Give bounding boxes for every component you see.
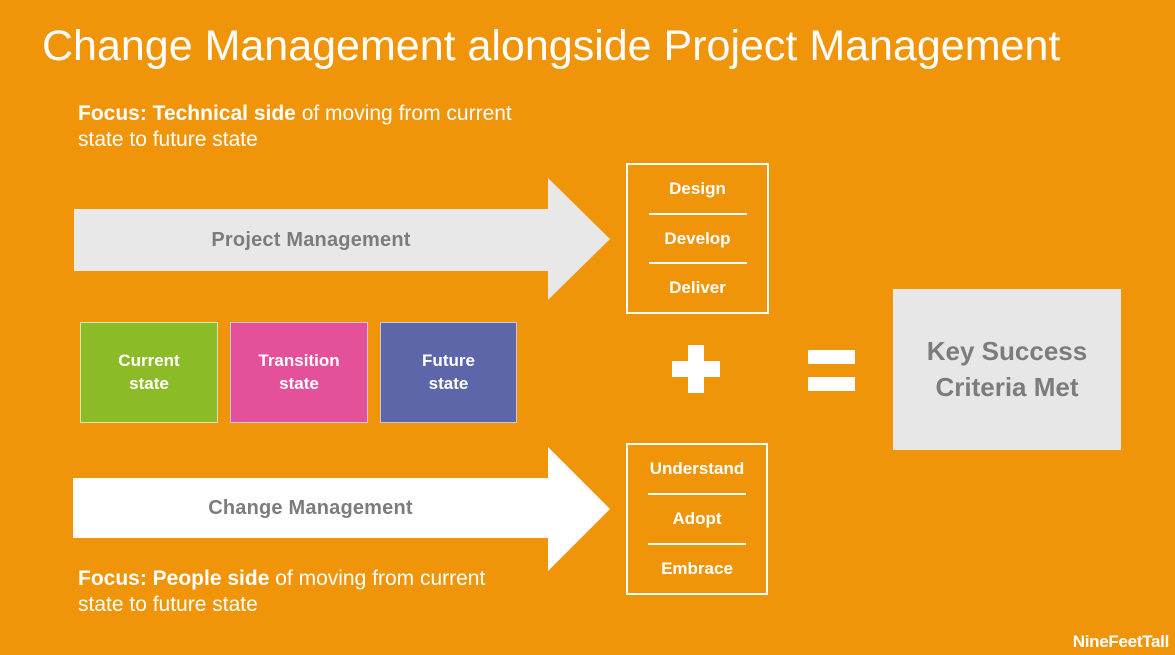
step-adopt: Adopt: [628, 495, 766, 543]
project-management-arrowhead-icon: [548, 178, 610, 300]
ninefeettall-logo: NineFeetTall: [1072, 632, 1170, 651]
focus-technical-rest: of moving from current state to future s…: [78, 102, 512, 152]
future-state-label: Future state: [422, 350, 475, 393]
step-develop: Develop: [628, 215, 767, 263]
step-deliver: Deliver: [628, 264, 767, 312]
step-design: Design: [628, 165, 767, 213]
step-adopt-label: Adopt: [672, 509, 722, 528]
change-management-arrowhead-icon: [548, 447, 610, 571]
change-management-arrow-label: Change Management: [208, 496, 413, 519]
step-design-label: Design: [669, 178, 726, 198]
focus-technical-text: Focus: Technical side of moving from cur…: [78, 101, 583, 154]
key-success-criteria-box: Key Success Criteria Met: [893, 289, 1121, 450]
focus-technical-bold: Focus: Technical side: [78, 102, 296, 125]
change-management-arrow: Change Management: [73, 478, 548, 538]
divider: [648, 212, 747, 215]
step-deliver-label: Deliver: [669, 278, 726, 298]
project-steps-box: Design Develop Deliver: [626, 163, 769, 314]
current-state-box: Current state: [80, 322, 218, 423]
step-develop-label: Develop: [664, 228, 731, 248]
future-state-box: Future state: [380, 322, 517, 423]
transition-state-label: Transition state: [258, 350, 340, 393]
step-understand-label: Understand: [649, 459, 745, 478]
change-steps-box: Understand Adopt Embrace: [626, 443, 768, 595]
transition-state-box: Transition state: [230, 322, 368, 423]
step-embrace: Embrace: [628, 545, 766, 593]
project-management-arrow: Project Management: [74, 209, 548, 271]
page-title: Change Management alongside Project Mana…: [42, 22, 1061, 70]
project-management-arrow-label: Project Management: [211, 228, 411, 251]
step-embrace-label: Embrace: [661, 559, 733, 578]
equals-icon: [808, 350, 855, 391]
plus-icon: [672, 345, 720, 393]
divider: [648, 543, 746, 545]
step-understand: Understand: [628, 445, 766, 493]
divider: [648, 262, 747, 265]
focus-people-rest: of moving from current state to future s…: [78, 567, 486, 617]
focus-people-text: Focus: People side of moving from curren…: [78, 566, 583, 619]
key-success-criteria-label: Key Success Criteria Met: [926, 336, 1088, 402]
focus-people-bold: Focus: People side: [78, 567, 270, 590]
current-state-label: Current state: [118, 350, 180, 393]
divider: [648, 493, 746, 495]
